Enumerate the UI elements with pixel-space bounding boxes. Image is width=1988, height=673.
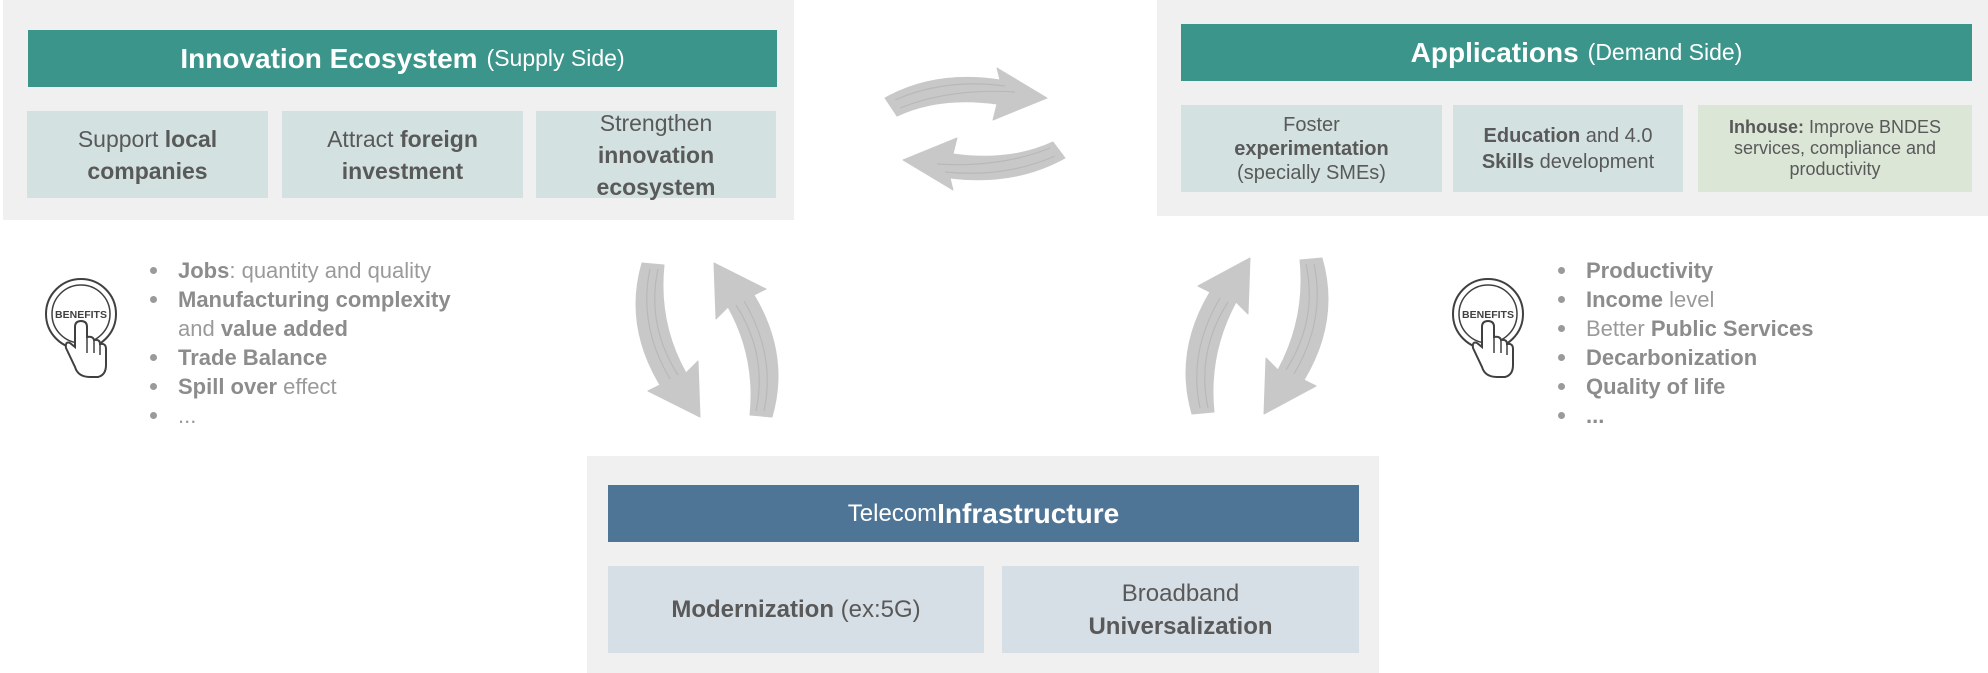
- benefits-hand-icon-left: BENEFITS: [45, 278, 117, 378]
- demand-subtitle: (Demand Side): [1587, 39, 1743, 65]
- list-item: Decarbonization: [1556, 343, 1813, 372]
- infra-title-bold: Infrastructure: [937, 497, 1120, 529]
- infra-box-modernization: Modernization (ex:5G): [608, 566, 984, 653]
- cycle-arrows-right-icon: [1185, 257, 1329, 415]
- list-item: ...: [148, 401, 451, 430]
- list-item: Manufacturing complexity: [148, 285, 451, 314]
- demand-box-inhouse: Inhouse: Improve BNDES services, complia…: [1698, 105, 1972, 192]
- demand-title: Applications: [1410, 36, 1579, 68]
- list-item-continuation: and value added: [178, 316, 348, 341]
- supply-header: Innovation Ecosystem (Supply Side): [28, 30, 777, 87]
- supply-title: Innovation Ecosystem: [180, 42, 478, 74]
- list-item: Quality of life: [1556, 372, 1813, 401]
- list-item: Trade Balance: [148, 343, 451, 372]
- list-item: ...: [1556, 401, 1813, 430]
- cycle-arrows-left-icon: [635, 262, 779, 418]
- demand-box-education-skills: Education and 4.0 Skills development: [1453, 105, 1683, 192]
- supply-box-foreign-investment: Attract foreign investment: [282, 111, 523, 198]
- supply-subtitle: (Supply Side): [486, 45, 625, 71]
- supply-box-innovation-ecosystem: Strengthen innovation ecosystem: [536, 110, 776, 200]
- cycle-arrows-top-icon: [884, 67, 1066, 191]
- infra-box-universalization: Broadband Universalization: [1002, 566, 1359, 653]
- list-item: Better Public Services: [1556, 314, 1813, 343]
- list-item: Income level: [1556, 285, 1813, 314]
- benefits-hand-icon-right: BENEFITS: [1452, 278, 1524, 378]
- benefits-icon-label-right: BENEFITS: [1462, 309, 1514, 321]
- benefits-icon-label-left: BENEFITS: [55, 309, 107, 321]
- infra-header: Telecom Infrastructure: [608, 485, 1359, 542]
- list-item: Productivity: [1556, 256, 1813, 285]
- supply-box-local-companies: Support local companies: [27, 111, 268, 198]
- list-item: Jobs: quantity and quality: [148, 256, 451, 285]
- list-item: Spill over effect: [148, 372, 451, 401]
- infra-title-light: Telecom: [847, 499, 938, 527]
- benefits-list-left: Jobs: quantity and quality Manufacturing…: [148, 256, 451, 430]
- demand-header: Applications (Demand Side): [1181, 24, 1972, 81]
- demand-box-experimentation: Foster experimentation (specially SMEs): [1181, 105, 1442, 192]
- benefits-list-right: Productivity Income level Better Public …: [1556, 256, 1813, 430]
